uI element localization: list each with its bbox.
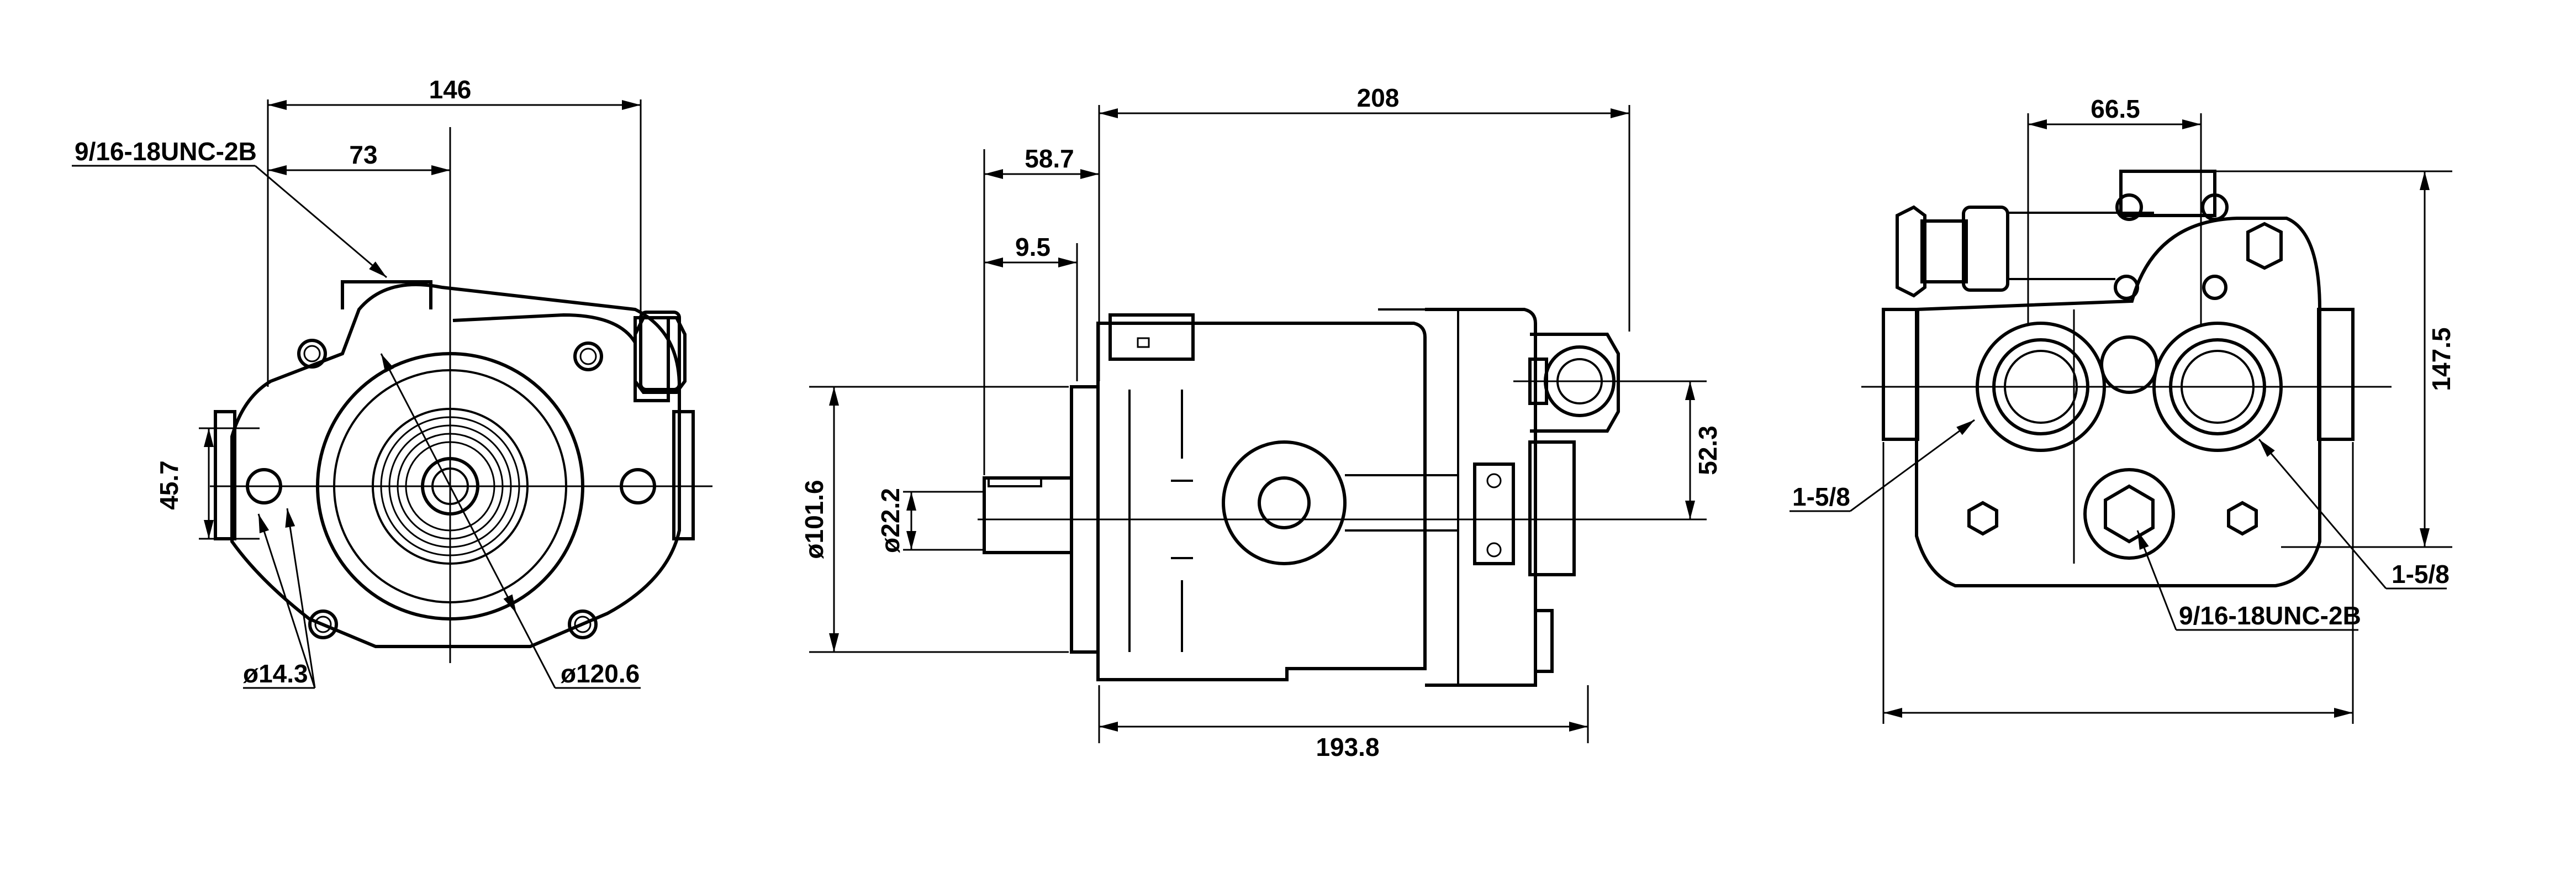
front-right-boss: [672, 410, 695, 540]
side-yoke-boss: [1222, 440, 1347, 565]
rear-drain-plug: [2104, 484, 2155, 544]
front-seal-ring-1: [372, 408, 529, 565]
side-yoke-pin: [1258, 476, 1311, 529]
rear-compensator-nut: [1896, 205, 1926, 298]
front-pilot-dia: ø120.6: [561, 659, 640, 688]
leader-hole-dia-b: [257, 513, 316, 688]
side-view: 208 58.7 9.5 ø101.6 ø22.2 52.3 193.8: [800, 83, 1722, 761]
side-cover-plate: [1473, 462, 1515, 565]
front-view: 146 73 9/16-18UNC-2B 45.7 ø14.3 ø120.6: [72, 75, 712, 689]
front-mount-hole-right: [620, 468, 656, 504]
front-top-boss: [341, 280, 432, 309]
rear-compensator-body: [1962, 206, 2009, 292]
front-flange-outline: [230, 283, 681, 648]
dim-147-5: 147.5: [2427, 327, 2456, 391]
front-compensator-nut: [634, 316, 687, 394]
front-seal-ring-2: [380, 416, 520, 556]
leader-port-right: [2258, 439, 2387, 589]
rear-body-outline: [1915, 217, 2321, 587]
front-bolt-tr: [573, 341, 603, 371]
rear-drain-boss: [2083, 468, 2175, 560]
rear-view: 66.5 147.5 1-5/8 1-5/8 9/16-18UNC-2B: [1790, 94, 2456, 724]
dim-flange-dia: ø101.6: [800, 480, 828, 559]
front-bolt-br: [568, 609, 598, 639]
front-pilot-outer: [316, 352, 584, 621]
rear-bolt-br: [2227, 501, 2258, 536]
front-seal-ring-3: [388, 424, 512, 548]
rear-bolt-bl: [1967, 501, 1998, 536]
rear-port-left-size: 1-5/8: [1792, 482, 1850, 511]
front-seal-ring-4: [397, 433, 504, 540]
rear-right-boss: [2317, 308, 2355, 441]
side-valve-block: [1530, 333, 1620, 433]
rear-center-boss: [2100, 335, 2158, 394]
dim-146: 146: [429, 75, 472, 104]
side-main-body: [1096, 322, 1427, 681]
front-mount-hole-left: [246, 468, 282, 504]
dim-shaft-dia: ø22.2: [876, 488, 905, 553]
front-hole-dia: ø14.3: [243, 659, 308, 688]
side-bottom-plug: [1534, 609, 1554, 673]
leader-hole-dia-a: [286, 508, 316, 688]
dim-73: 73: [349, 140, 377, 169]
front-shaft: [421, 457, 479, 516]
leader-port-thread-front: [255, 165, 387, 278]
front-seal-ring-5: [405, 441, 495, 532]
side-compensator: [1528, 440, 1576, 576]
dim-52-3: 52.3: [1693, 425, 1722, 475]
dim-193-8: 193.8: [1316, 733, 1379, 761]
dim-45-7: 45.7: [155, 460, 183, 510]
side-shaft-key: [988, 478, 1042, 487]
dim-9-5: 9.5: [1015, 233, 1051, 261]
rear-port-right-size: 1-5/8: [2392, 560, 2450, 588]
dim-66-5: 66.5: [2091, 94, 2140, 123]
rear-left-boss: [1882, 308, 1919, 441]
dim-208: 208: [1357, 83, 1400, 112]
front-compensator-cap: [639, 311, 681, 391]
front-shaft-inner: [431, 467, 469, 505]
front-top-body: [452, 313, 637, 344]
front-pilot-inner: [333, 369, 567, 603]
leader-port-left: [1850, 419, 1975, 512]
rear-drain-thread: 9/16-18UNC-2B: [2179, 601, 2361, 630]
side-shaft: [983, 476, 1071, 554]
front-port-thread: 9/16-18UNC-2B: [75, 137, 257, 166]
rear-port-right: [2152, 322, 2283, 452]
front-bolt-bl: [308, 609, 338, 639]
side-nameplate: [1108, 313, 1195, 361]
side-rear-cover: [1425, 308, 1537, 687]
dim-58-7: 58.7: [1025, 144, 1074, 173]
leader-pilot-dia: [380, 353, 556, 688]
front-bolt-tl: [297, 339, 327, 369]
rear-port-left: [1976, 322, 2106, 452]
rear-top-right-bolt: [2246, 222, 2283, 270]
